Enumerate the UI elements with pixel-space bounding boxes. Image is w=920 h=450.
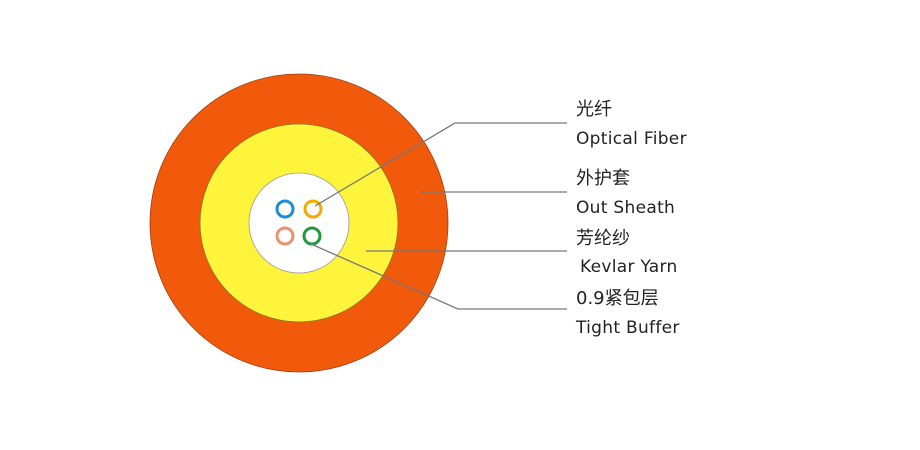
label-kevlar-yarn-cn: 芳纶纱 <box>576 228 630 249</box>
leader-tight-buffer <box>310 243 567 310</box>
fiber-salmon <box>275 226 295 246</box>
label-out-sheath-cn: 外护套 <box>576 168 630 189</box>
fiber-green <box>302 226 322 246</box>
label-kevlar-yarn-en: Kevlar Yarn <box>580 257 678 277</box>
label-tight-buffer-en: Tight Buffer <box>576 318 680 338</box>
label-optical-fiber-cn: 光纤 <box>576 99 612 120</box>
label-out-sheath-en: Out Sheath <box>576 198 676 218</box>
leader-optical-fiber <box>314 122 567 207</box>
core-area <box>248 172 350 274</box>
label-optical-fiber-en: Optical Fiber <box>576 129 687 149</box>
fiber-blue <box>275 199 295 219</box>
label-tight-buffer-cn: 0.9紧包层 <box>576 288 659 309</box>
